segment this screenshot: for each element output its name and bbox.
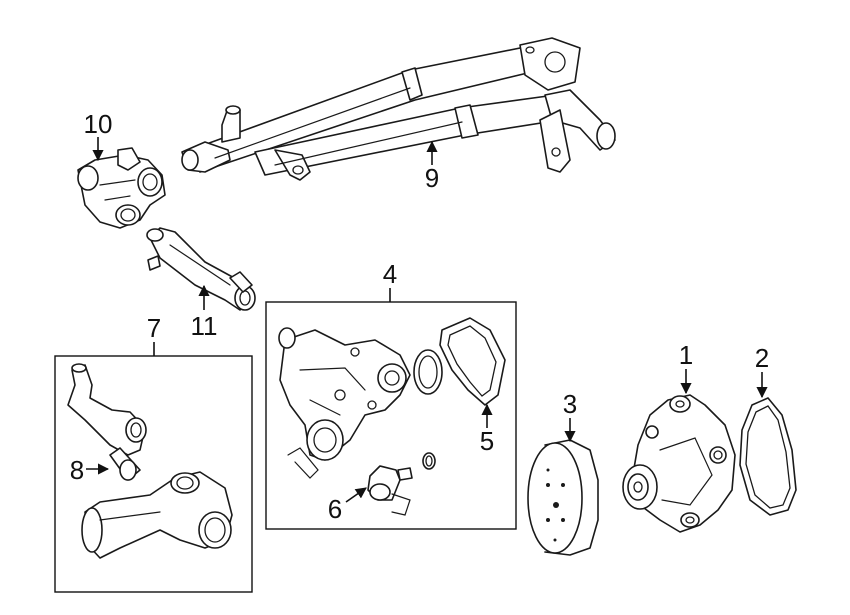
part-10-thermostat-housing bbox=[77, 147, 166, 229]
part-4-o-rings bbox=[413, 349, 443, 470]
part-7-hose-lower bbox=[81, 471, 233, 559]
callout-11: 11 bbox=[191, 311, 218, 341]
callout-10: 10 bbox=[84, 109, 113, 139]
callout-8: 8 bbox=[70, 455, 84, 485]
callout-3: 3 bbox=[563, 389, 577, 419]
callout-labels: 10 9 11 4 5 6 7 8 3 1 2 bbox=[70, 109, 769, 524]
part-9-coolant-pipe bbox=[181, 37, 616, 181]
part-11-hose bbox=[146, 227, 256, 311]
callout-2: 2 bbox=[755, 343, 769, 373]
part-5-gasket bbox=[439, 317, 506, 406]
callout-7: 7 bbox=[147, 313, 161, 343]
leader-6 bbox=[345, 487, 367, 503]
part-8-hose-upper bbox=[67, 363, 147, 481]
part-3-pulley bbox=[527, 439, 599, 556]
leader-lines bbox=[86, 137, 768, 503]
callout-9: 9 bbox=[425, 163, 439, 193]
callout-6: 6 bbox=[328, 494, 342, 524]
callout-1: 1 bbox=[679, 340, 693, 370]
part-2-gasket bbox=[739, 397, 797, 516]
part-6-sensor bbox=[367, 465, 413, 516]
part-1-water-pump bbox=[622, 394, 736, 533]
part-4-water-pump-housing bbox=[278, 327, 411, 479]
callout-4: 4 bbox=[383, 259, 397, 289]
callout-5: 5 bbox=[480, 426, 494, 456]
box-4-frame bbox=[265, 301, 517, 530]
